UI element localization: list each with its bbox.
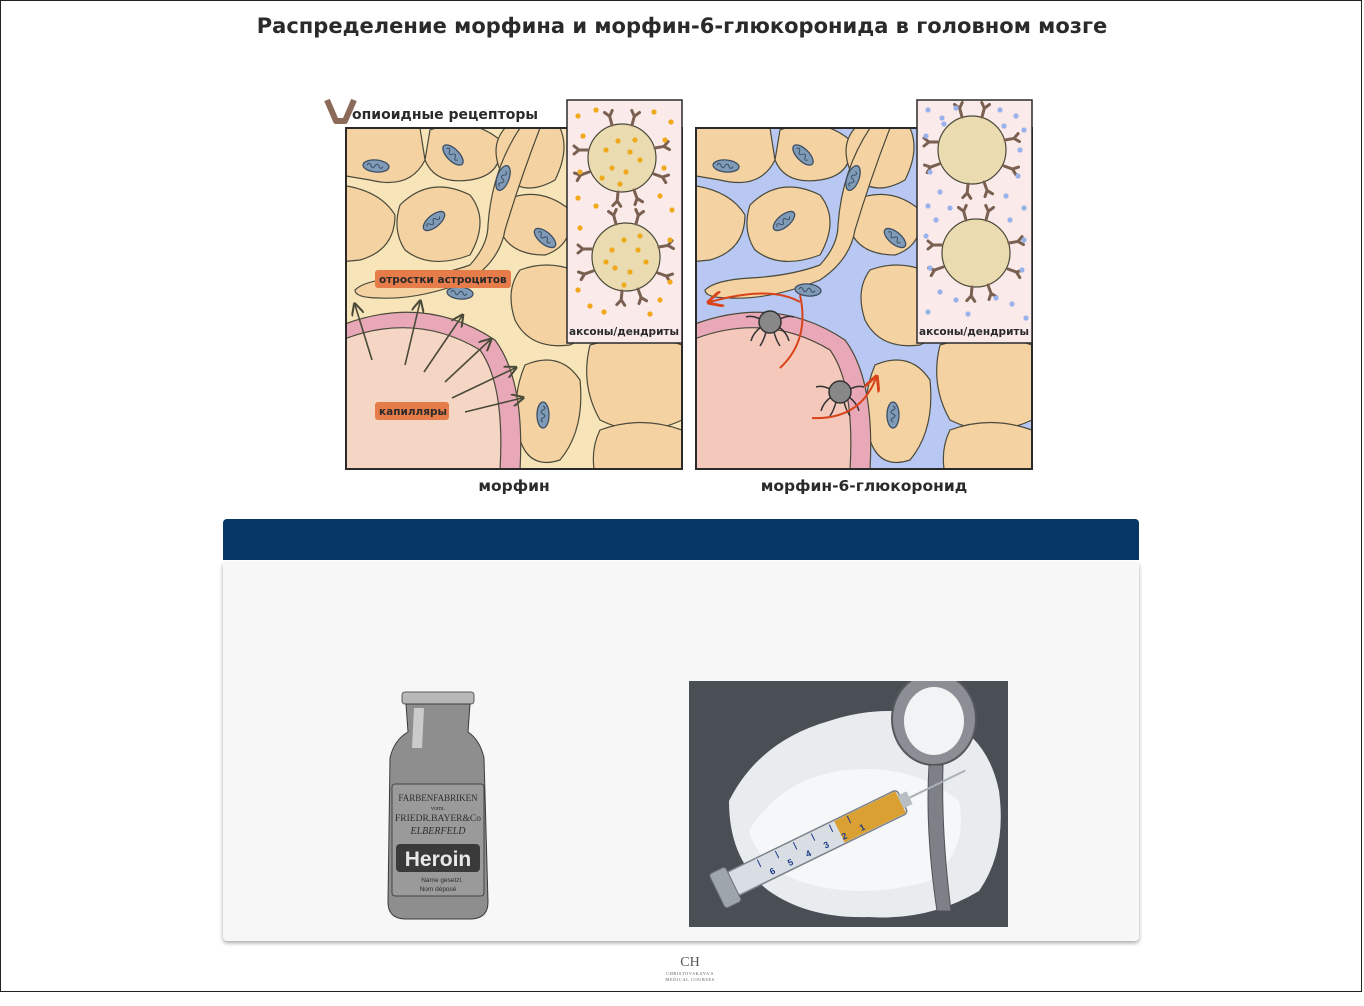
syringe-scale-2: 5 (786, 857, 795, 868)
bottle-line-3: FRIEDR.BAYER&Co (395, 814, 481, 824)
logo-brand: CHRISTOVSKAYA'S (666, 971, 714, 976)
bottle-line-2: vorm. (431, 806, 446, 812)
bottle-line-7: Nom déposé (420, 886, 457, 893)
logo-monogram: CH (680, 955, 700, 970)
opioid-receptor-legend-icon (324, 98, 357, 124)
morphine-caption: морфин (478, 477, 550, 495)
syringe-scale-6: 1 (858, 822, 867, 833)
brain-distribution-figure: опиоидные рецепторы (324, 98, 1033, 470)
m6g-neuron-inset (923, 102, 1029, 321)
syringe-scale-4: 3 (822, 839, 831, 850)
bottle-line-6: Name gesetzl. (421, 877, 463, 884)
m6g-tissue-panel: аксоны/дендриты (695, 99, 1033, 470)
christovskaya-logo: CH CHRISTOVSKAYA'S MEDICAL COURSES (660, 955, 720, 987)
logo-sub: MEDICAL COURSES (665, 977, 715, 982)
syringe-scale-5: 2 (840, 831, 849, 842)
left-inset-label: аксоны/дендриты (569, 326, 679, 338)
bottle-line-4: ELBERFELD (410, 826, 467, 837)
receptors-legend-label: опиоидные рецепторы (352, 107, 538, 123)
morphine-tissue-panel: отростки астроцитов капилляры (345, 99, 683, 470)
syringe-powder-photo: 6 5 4 3 2 1 (689, 681, 1008, 927)
m6g-caption: морфин-6-глюкоронид (760, 477, 968, 495)
morphine-neuron-inset (574, 107, 675, 317)
bottle-brand: Heroin (405, 848, 472, 871)
section-header-bar (223, 519, 1139, 560)
page-title: Распределение морфина и морфин-6-глюкоро… (256, 14, 1108, 38)
heroin-bottle-photo: FARBENFABRIKEN vorm. FRIEDR.BAYER&Co ELB… (380, 688, 496, 924)
photo-panel: FARBENFABRIKEN vorm. FRIEDR.BAYER&Co ELB… (223, 563, 1139, 941)
right-inset-label: аксоны/дендриты (919, 326, 1029, 338)
astrocyte-processes-label: отростки астроцитов (379, 274, 507, 286)
capillaries-label: капилляры (379, 406, 447, 418)
syringe-scale-1: 6 (768, 866, 777, 877)
bottle-line-1: FARBENFABRIKEN (398, 793, 478, 803)
syringe-scale-3: 4 (804, 848, 813, 859)
